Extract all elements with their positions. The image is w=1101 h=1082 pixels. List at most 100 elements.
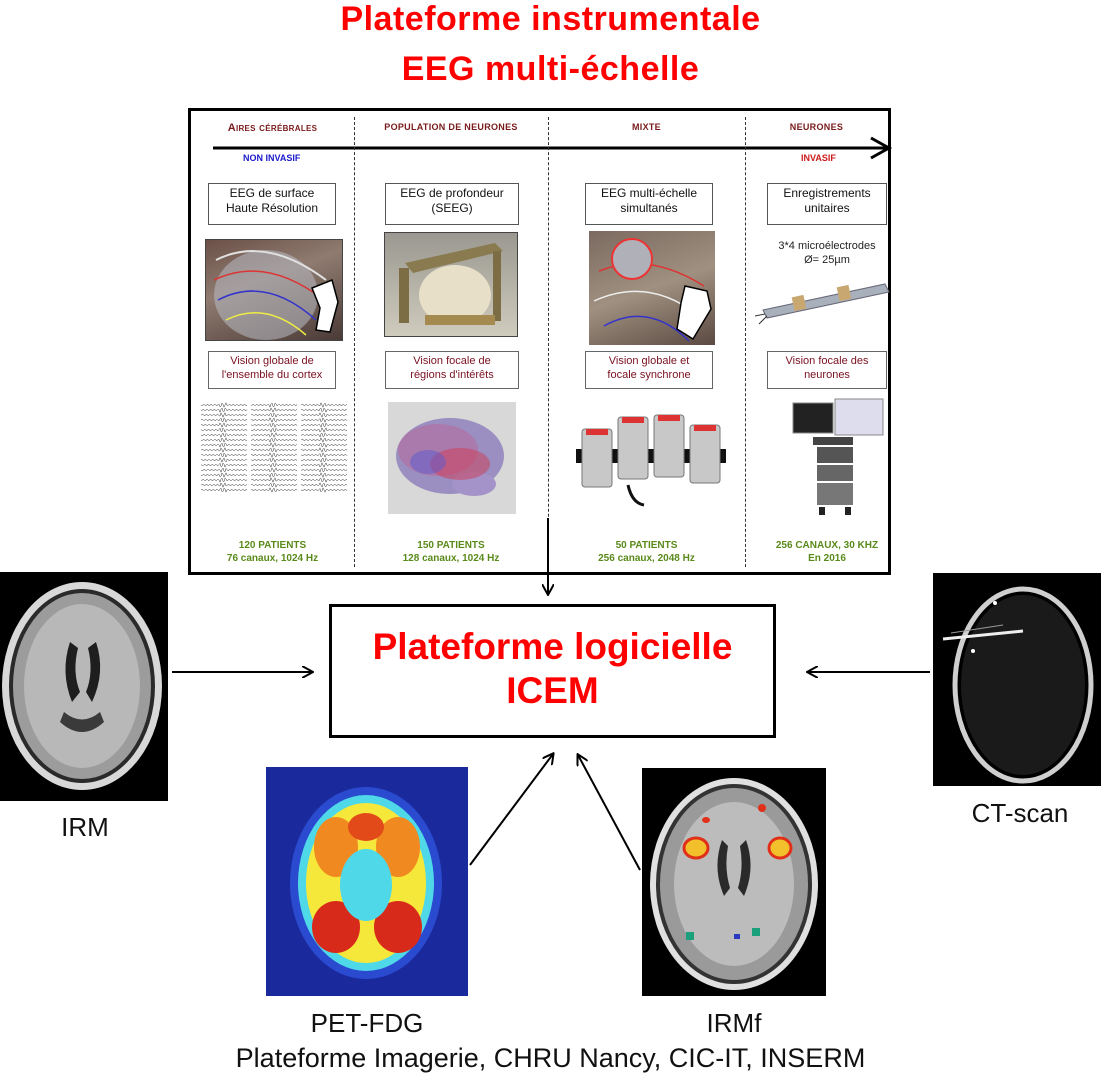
stats-channels: 76 canaux, 1024 Hz	[226, 553, 319, 564]
eeg-trace	[300, 447, 348, 453]
column-heading: Aires cérébrales	[227, 122, 318, 134]
column-mixed: Mixte EEG multi-échelle simultanés Visio…	[548, 111, 745, 572]
method-box: EEG multi-échelle simultanés	[585, 183, 713, 225]
eeg-trace	[300, 437, 348, 443]
eeg-trace	[251, 422, 298, 428]
pet-fdg-image	[266, 767, 468, 996]
irm-caption: IRM	[61, 812, 109, 842]
eeg-trace	[300, 432, 348, 438]
seeg-frame-photo	[384, 232, 518, 337]
eeg-trace	[250, 417, 298, 423]
eeg-trace	[250, 482, 298, 488]
irmf-caption: IRMf	[706, 1008, 762, 1038]
column-heading: Neurones	[789, 122, 844, 132]
eeg-trace	[300, 422, 348, 428]
eeg-trace	[250, 412, 297, 418]
eeg-trace	[200, 442, 248, 448]
ct-scan-image	[933, 573, 1101, 786]
eeg-trace	[200, 457, 248, 463]
eeg-trace	[250, 467, 298, 473]
pet-fdg-caption: PET-FDG	[310, 1008, 424, 1038]
eeg-trace	[200, 427, 248, 433]
title-line-1: Plateforme instrumentale	[340, 0, 761, 38]
eeg-trace	[200, 482, 248, 488]
eeg-trace	[300, 482, 348, 488]
eeg-trace	[300, 487, 348, 493]
eeg-trace	[200, 432, 248, 438]
non-invasive-label: NON INVASIF	[243, 153, 301, 163]
stats-channels: 256 canaux, 2048 Hz	[598, 553, 695, 564]
microelectrode-drawing	[754, 283, 890, 325]
eeg-trace	[250, 402, 298, 408]
eeg-trace	[200, 402, 248, 408]
eeg-trace	[300, 472, 348, 478]
eeg-trace	[300, 467, 348, 473]
vision-box: Vision globale et focale synchrone	[585, 351, 713, 389]
multiscale-head-photo	[589, 231, 715, 345]
eeg-trace	[200, 462, 248, 468]
column-cortical-areas: Aires cérébrales EEG de surface Haute Ré…	[191, 111, 354, 572]
eeg-trace	[200, 477, 248, 483]
microelectrode-count: 3*4 microélectrodes	[778, 240, 876, 252]
stats-patients: 120 patients	[238, 540, 307, 551]
method-box: Enregistrements unitaires	[767, 183, 887, 225]
eeg-trace	[250, 487, 298, 493]
eeg-trace	[250, 452, 298, 458]
column-neuron-population: Population de neurones EEG de profondeur…	[354, 111, 548, 572]
eeg-trace	[300, 457, 348, 463]
eeg-trace	[200, 447, 248, 453]
stats-patients: 150 patients	[417, 540, 485, 551]
irmf-image	[642, 768, 826, 996]
vision-box: Vision focale de régions d'intérêts	[385, 351, 519, 389]
eeg-trace	[200, 437, 248, 443]
stats-patients: 50 patients	[615, 540, 678, 551]
eeg-trace	[250, 462, 298, 468]
eeg-trace	[200, 452, 247, 458]
invasiveness-arrow	[213, 136, 893, 160]
stats-year: En 2016	[808, 553, 846, 564]
vision-box: Vision globale de l'ensemble du cortex	[208, 351, 336, 389]
brain-3d-figure	[388, 402, 516, 514]
stats-channels: 256 canaux, 30 KHz	[775, 540, 879, 551]
neuro-recording-system-photo	[789, 397, 885, 519]
eeg-trace	[200, 407, 248, 413]
eeg-trace	[200, 422, 248, 428]
software-platform-name: ICEM	[506, 670, 599, 711]
eeg-trace	[250, 427, 298, 433]
eeg-trace	[250, 432, 298, 438]
column-divider	[548, 117, 549, 567]
eeg-trace	[300, 477, 348, 483]
eeg-trace	[300, 452, 348, 458]
microelectrode-diameter: Ø= 25µm	[804, 254, 850, 266]
eeg-trace	[251, 457, 298, 463]
eeg-trace	[250, 407, 298, 413]
software-platform-box: Plateforme logicielle ICEM	[329, 604, 776, 738]
column-heading: Population de neurones	[384, 122, 518, 132]
column-neurons: Neurones Enregistrements unitaires 3*4 m…	[745, 111, 890, 572]
eeg-trace	[300, 412, 348, 418]
eeg-traces-figure	[199, 401, 349, 496]
eeg-trace	[200, 487, 247, 493]
column-heading: Mixte	[631, 122, 661, 132]
eeg-trace	[300, 442, 348, 448]
eeg-trace	[200, 467, 248, 473]
irm-scan-image	[0, 572, 168, 801]
stats-channels: 128 canaux, 1024 Hz	[402, 553, 500, 564]
eeg-trace	[250, 447, 297, 453]
eeg-trace	[250, 437, 298, 443]
eeg-trace	[250, 477, 298, 483]
eeg-trace	[300, 407, 348, 413]
footer-credits: Plateforme Imagerie, CHRU Nancy, CIC-IT,…	[235, 1043, 866, 1073]
invasive-label: INVASIF	[801, 153, 836, 163]
eeg-trace	[200, 412, 248, 418]
amplifiers-photo	[572, 407, 730, 511]
column-divider	[745, 117, 746, 567]
eeg-trace	[200, 472, 248, 478]
eeg-trace	[300, 427, 348, 433]
method-box: EEG de surface Haute Résolution	[208, 183, 336, 225]
eeg-trace	[250, 442, 298, 448]
eeg-trace	[200, 417, 247, 423]
method-box: EEG de profondeur (SEEG)	[385, 183, 519, 225]
eeg-trace	[300, 402, 348, 408]
